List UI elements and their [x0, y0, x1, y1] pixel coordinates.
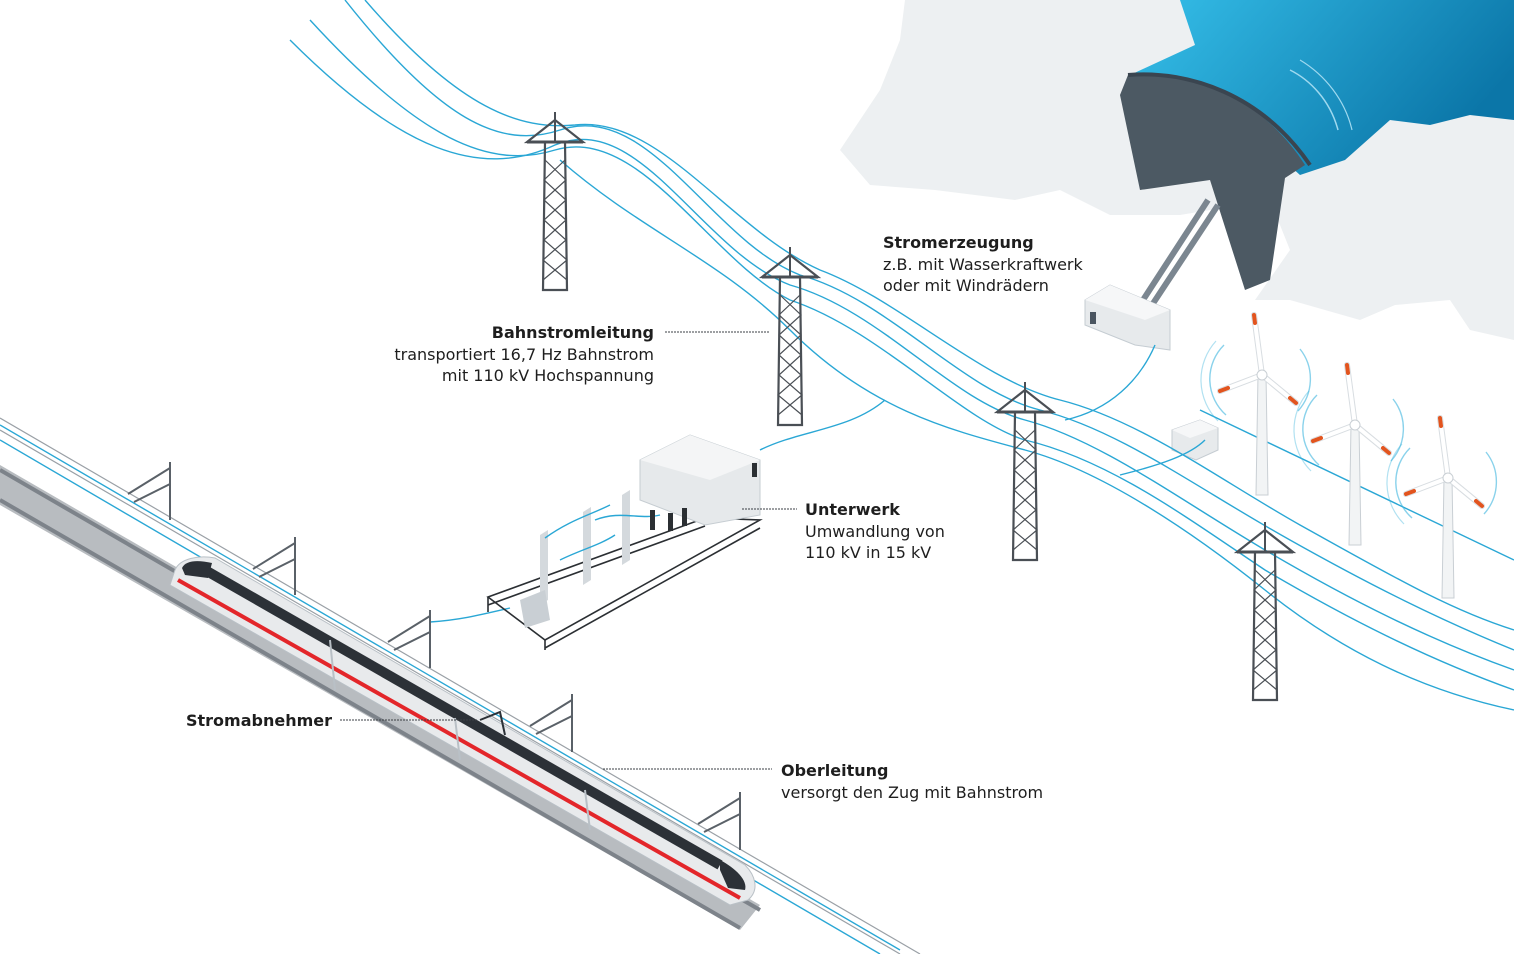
- power-house-icon: [1084, 198, 1221, 351]
- label-unterwerk: Unterwerk Umwandlung von 110 kV in 15 kV: [805, 499, 945, 564]
- stromerzeugung-line1: z.B. mit Wasserkraftwerk: [883, 254, 1083, 274]
- unterwerk-line1: Umwandlung von: [805, 521, 945, 541]
- catenary-wire: [0, 424, 901, 954]
- leader-lines: [340, 331, 797, 770]
- dam-icon: [840, 0, 1514, 340]
- bahnstromleitung-line2: mit 110 kV Hochspannung: [441, 366, 654, 385]
- stromerzeugung-title: Stromerzeugung: [883, 233, 1034, 252]
- stromerzeugung-line2: oder mit Windrädern: [883, 276, 1049, 295]
- catenary-mast-icon: [127, 461, 741, 851]
- unterwerk-line2: 110 kV in 15 kV: [805, 543, 932, 562]
- wind-turbine-icon: [1201, 315, 1496, 598]
- stromabnehmer-title: Stromabnehmer: [185, 711, 332, 730]
- label-oberleitung: Oberleitung versorgt den Zug mit Bahnstr…: [781, 760, 1043, 803]
- label-stromerzeugung: Stromerzeugung z.B. mit Wasserkraftwerk …: [883, 232, 1083, 297]
- bahnstromleitung-line1: transportiert 16,7 Hz Bahnstrom: [394, 344, 654, 364]
- substation-icon: [486, 434, 763, 650]
- railway-track-icon: [0, 417, 921, 954]
- bahnstromleitung-title: Bahnstromleitung: [491, 323, 654, 342]
- oberleitung-line1: versorgt den Zug mit Bahnstrom: [781, 782, 1044, 802]
- label-stromabnehmer: Stromabnehmer: [150, 710, 332, 732]
- transmission-wires: [289, 0, 1514, 711]
- oberleitung-title: Oberleitung: [781, 761, 889, 780]
- substation-icon: [1171, 419, 1219, 461]
- unterwerk-title: Unterwerk: [805, 500, 900, 519]
- train-icon: [169, 556, 756, 906]
- label-bahnstromleitung: Bahnstromleitung transportiert 16,7 Hz B…: [330, 322, 654, 387]
